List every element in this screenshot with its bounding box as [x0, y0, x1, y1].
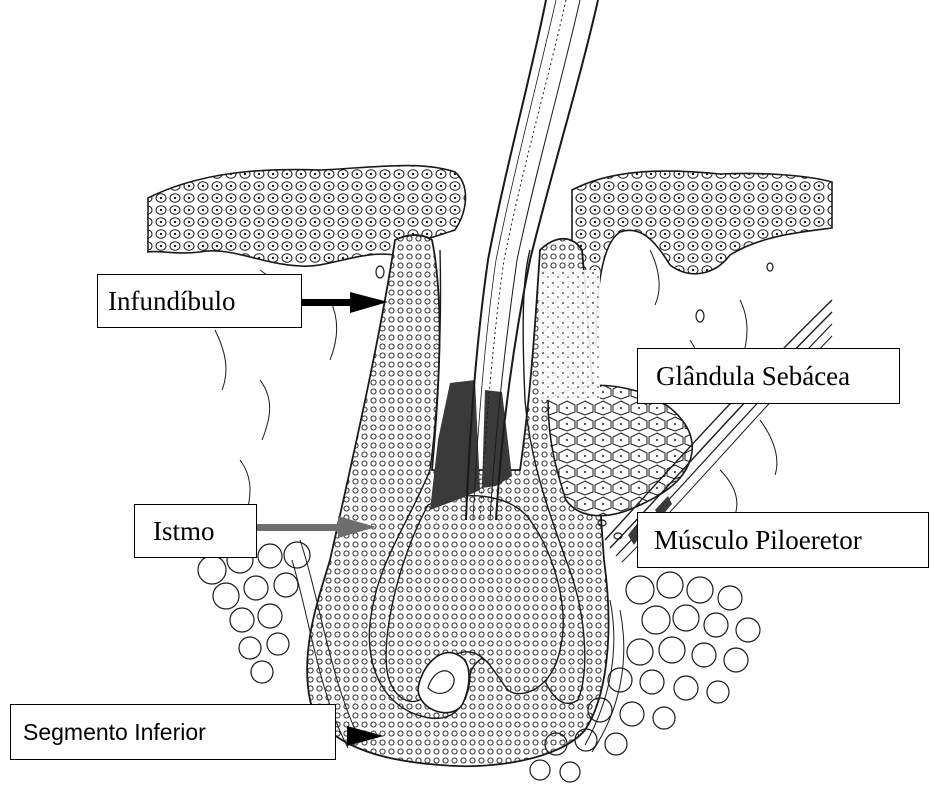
label-segmento-inferior: Segmento Inferior: [10, 704, 336, 760]
arrow-infundibulo: [302, 292, 388, 313]
sebaceous-gland: [548, 385, 692, 515]
label-musculo-piloeretor: Músculo Piloeretor: [637, 512, 929, 568]
label-glandula-sebacea: Glândula Sebácea: [637, 348, 900, 404]
label-istmo: Istmo: [134, 504, 257, 558]
label-infundibulo: Infundíbulo: [97, 274, 302, 328]
epidermis-right: [572, 171, 832, 345]
